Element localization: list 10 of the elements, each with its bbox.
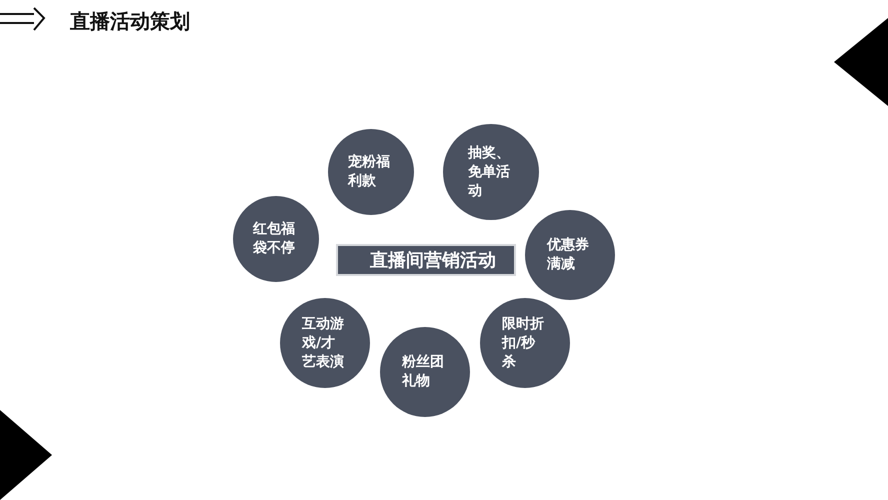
node-label: 红包福袋不停 <box>253 220 296 258</box>
node-label: 直播间营销活动 <box>370 249 496 272</box>
node-label: 宠粉福利款 <box>348 153 391 191</box>
node-label: 粉丝团礼物 <box>402 353 445 391</box>
page-title: 直播活动策划 <box>70 8 190 35</box>
node-label: 优惠券满减 <box>547 236 590 274</box>
node-label: 抽奖、免单活动 <box>468 144 511 200</box>
title-bar <box>336 244 516 276</box>
node-label: 限时折扣/秒杀 <box>502 314 545 372</box>
node-label: 互动游戏/才艺表演 <box>302 314 345 372</box>
